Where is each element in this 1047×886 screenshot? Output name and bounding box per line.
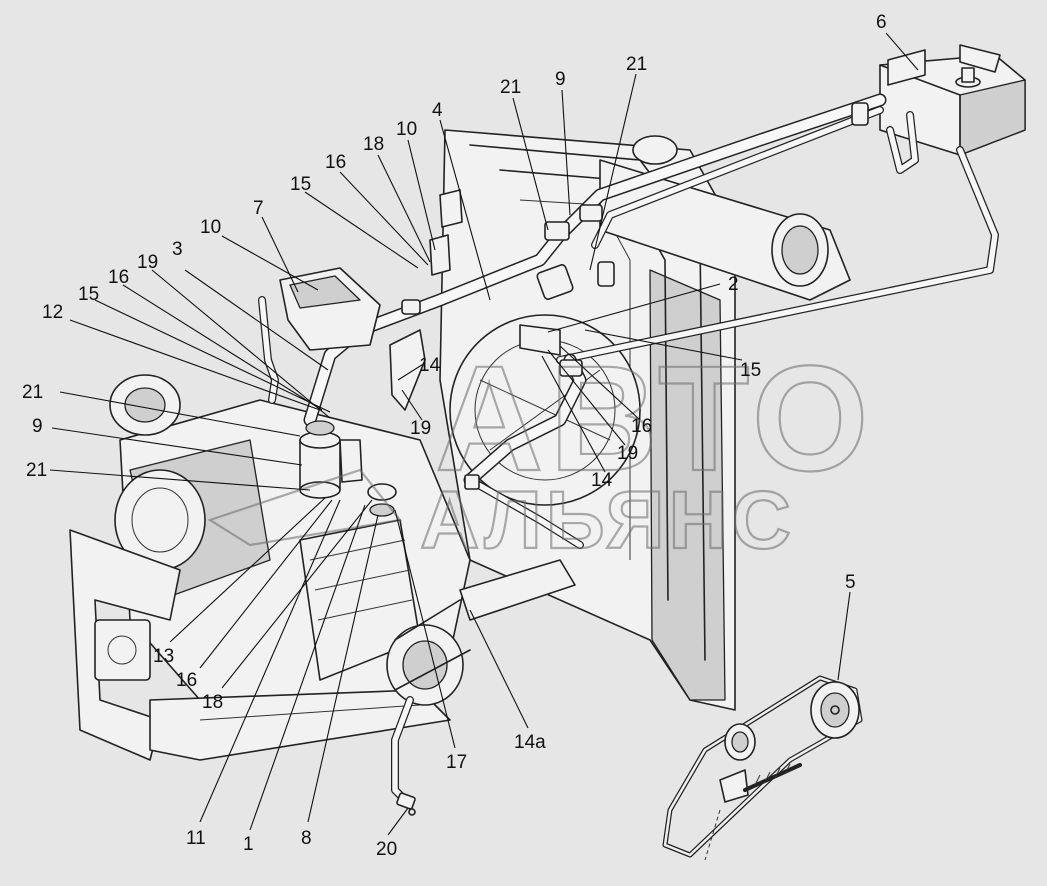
leader-lines — [49, 32, 919, 836]
callout-19: 19 — [137, 252, 158, 273]
callout-21: 21 — [26, 460, 47, 481]
callout-14: 14 — [419, 355, 441, 376]
callout-19: 19 — [410, 418, 431, 439]
callout-14a: 14а — [514, 732, 546, 753]
callout-6: 6 — [876, 12, 887, 33]
callout-14: 14 — [591, 470, 613, 491]
hose-clamps — [401, 102, 869, 490]
callout-7: 7 — [253, 198, 264, 219]
callout-12: 12 — [42, 302, 63, 323]
callout-21: 21 — [626, 54, 647, 75]
watermark-line2: АЛЬЯНС — [420, 475, 795, 566]
callout-4: 4 — [432, 100, 443, 121]
callout-15: 15 — [78, 284, 99, 305]
frame-bracket — [69, 529, 451, 761]
drain-cock — [396, 792, 416, 816]
callout-16: 16 — [631, 416, 652, 437]
watermark-line1: АВТО — [435, 334, 875, 502]
callout-17: 17 — [446, 752, 467, 773]
callout-15: 15 — [290, 174, 311, 195]
pulley-assembly — [386, 559, 576, 706]
callout-5: 5 — [845, 572, 856, 593]
callout-21: 21 — [500, 77, 521, 98]
engine-block — [109, 374, 471, 721]
belt-drive — [662, 675, 863, 861]
callout-9: 9 — [555, 69, 566, 90]
callout-16: 16 — [176, 670, 197, 691]
callout-13: 13 — [153, 646, 174, 667]
callout-16: 16 — [108, 267, 129, 288]
callout-9: 9 — [32, 416, 43, 437]
callout-19: 19 — [617, 443, 638, 464]
callouts: 6 21 9 21 4 10 18 16 15 7 10 3 19 16 15 … — [22, 12, 887, 860]
watermark: АВТО АЛЬЯНС — [207, 333, 875, 567]
callout-16: 16 — [325, 152, 346, 173]
callout-8: 8 — [301, 828, 312, 849]
callout-10: 10 — [396, 119, 417, 140]
callout-15: 15 — [740, 360, 761, 381]
callout-3: 3 — [172, 239, 183, 260]
callout-11: 11 — [186, 828, 206, 849]
callout-20: 20 — [376, 839, 397, 860]
callout-18: 18 — [202, 692, 223, 713]
callout-18: 18 — [363, 134, 384, 155]
expansion-tank — [879, 44, 1026, 156]
callout-21: 21 — [22, 382, 43, 403]
callout-1: 1 — [243, 834, 254, 855]
callout-2: 2 — [728, 274, 739, 295]
callout-10: 10 — [200, 217, 221, 238]
mounting-brackets — [279, 189, 561, 483]
